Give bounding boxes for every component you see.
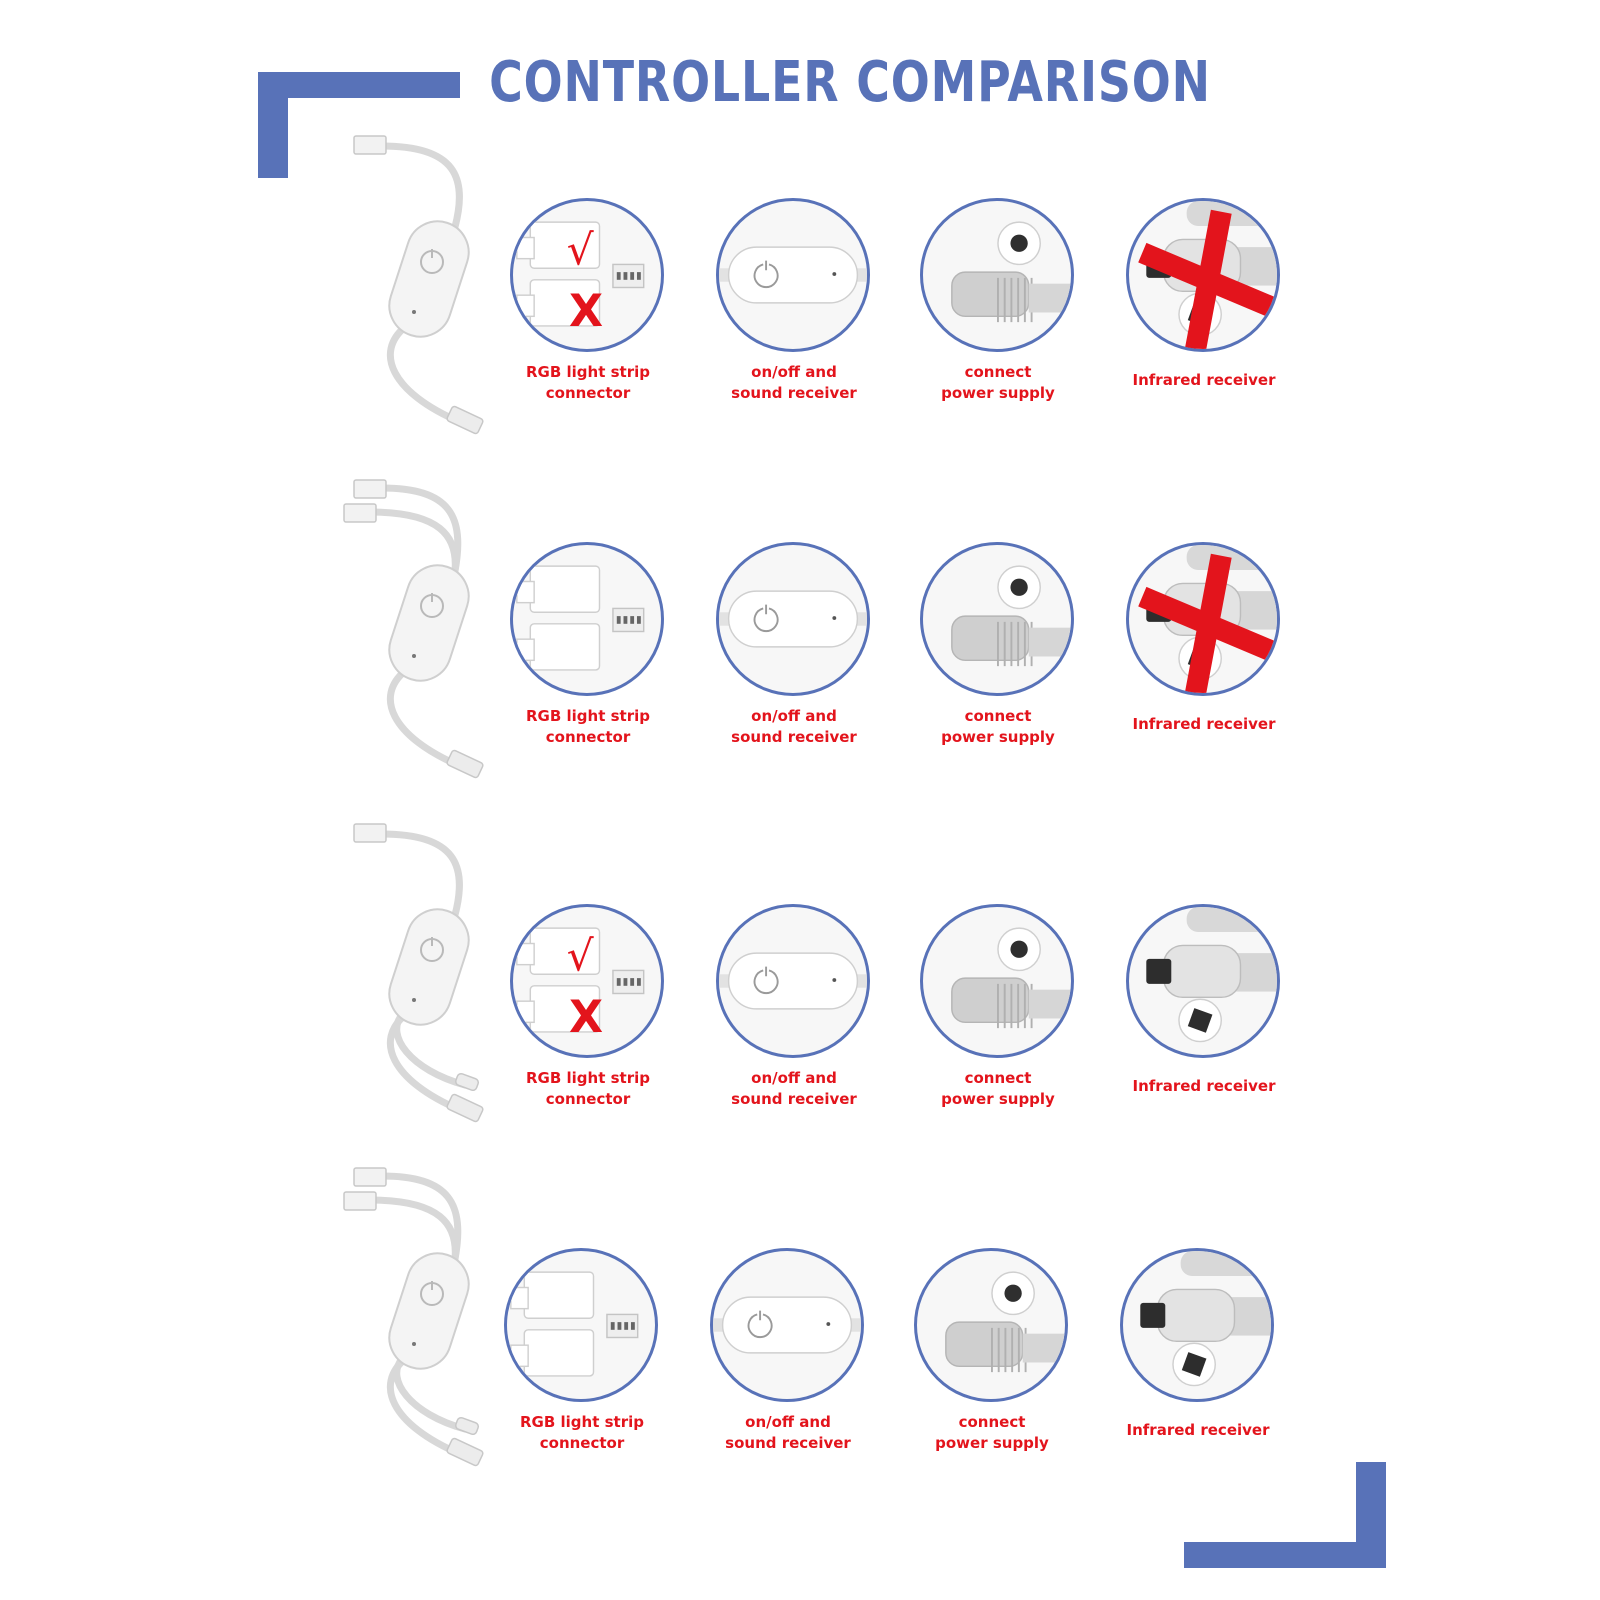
rgb-connector-label-line2: connector bbox=[539, 1434, 625, 1452]
rgb-connector-photo bbox=[504, 1248, 658, 1402]
onoff-receiver-label-line2: sound receiver bbox=[731, 1090, 857, 1108]
infrared-receiver-label: Infrared receiver bbox=[1098, 1420, 1298, 1441]
rgb-connector-photo: √X bbox=[510, 904, 664, 1058]
onoff-receiver-label-line2: sound receiver bbox=[731, 384, 857, 402]
onoff-receiver-label-line2: sound receiver bbox=[731, 728, 857, 746]
rgb-connector-label-line2: connector bbox=[545, 384, 631, 402]
onoff-receiver-label: on/off and sound receiver bbox=[694, 362, 894, 404]
rgb-connector-label-line2: connector bbox=[545, 1090, 631, 1108]
onoff-receiver-label-line1: on/off and bbox=[751, 363, 837, 381]
infrared-receiver-photo bbox=[1126, 198, 1280, 352]
infrared-receiver-photo bbox=[1126, 542, 1280, 696]
corner-bracket-top-left-horizontal bbox=[258, 72, 460, 98]
infrared-receiver-label-line1: Infrared receiver bbox=[1132, 371, 1276, 389]
power-supply-label: connect power supply bbox=[898, 362, 1098, 404]
power-supply-label: connect power supply bbox=[898, 1068, 1098, 1110]
onoff-receiver-photo bbox=[716, 904, 870, 1058]
infrared-receiver-label-line1: Infrared receiver bbox=[1132, 715, 1276, 733]
onoff-receiver-photo bbox=[716, 198, 870, 352]
infrared-receiver-label: Infrared receiver bbox=[1104, 370, 1304, 391]
power-supply-photo bbox=[914, 1248, 1068, 1402]
corner-bracket-top-left-vertical bbox=[258, 72, 288, 178]
power-supply-label-line2: power supply bbox=[941, 728, 1055, 746]
power-supply-label-line2: power supply bbox=[941, 384, 1055, 402]
onoff-receiver-label: on/off and sound receiver bbox=[694, 1068, 894, 1110]
rgb-connector-label-line1: RGB light strip bbox=[526, 1069, 650, 1087]
onoff-receiver-label-line2: sound receiver bbox=[725, 1434, 851, 1452]
corner-bracket-bottom-right-horizontal bbox=[1184, 1542, 1386, 1568]
onoff-receiver-label: on/off and sound receiver bbox=[694, 706, 894, 748]
power-supply-label-line1: connect bbox=[964, 1069, 1032, 1087]
onoff-receiver-label-line1: on/off and bbox=[751, 707, 837, 725]
power-supply-photo bbox=[920, 198, 1074, 352]
check-mark-icon: √ bbox=[567, 225, 594, 274]
single-output-controller-cable-icon bbox=[353, 135, 484, 435]
corner-bracket-bottom-right-vertical bbox=[1356, 1462, 1386, 1568]
dual-output-ir-controller-cable-icon bbox=[343, 1167, 484, 1467]
power-supply-photo bbox=[920, 542, 1074, 696]
power-supply-label-line2: power supply bbox=[941, 1090, 1055, 1108]
infrared-receiver-label-line1: Infrared receiver bbox=[1126, 1421, 1270, 1439]
controller-cable bbox=[330, 1164, 510, 1484]
power-supply-label: connect power supply bbox=[898, 706, 1098, 748]
power-supply-label-line1: connect bbox=[964, 363, 1032, 381]
infrared-receiver-label: Infrared receiver bbox=[1104, 1076, 1304, 1097]
page-title: CONTROLLER COMPARISON bbox=[489, 50, 1211, 115]
not-included-cross-icon bbox=[1138, 209, 1276, 349]
rgb-connector-photo: √X bbox=[510, 198, 664, 352]
onoff-receiver-label-line1: on/off and bbox=[745, 1413, 831, 1431]
rgb-connector-label: RGB light strip connector bbox=[488, 1068, 688, 1110]
comparison-row: RGB light strip connector on/off and sound … bbox=[0, 1164, 1600, 1484]
onoff-receiver-photo bbox=[716, 542, 870, 696]
power-supply-label: connect power supply bbox=[892, 1412, 1092, 1454]
rgb-connector-label: RGB light strip connector bbox=[488, 706, 688, 748]
cross-mark-icon: X bbox=[569, 992, 603, 1043]
rgb-connector-label-line2: connector bbox=[545, 728, 631, 746]
power-supply-label-line1: connect bbox=[964, 707, 1032, 725]
check-mark-icon: √ bbox=[567, 931, 594, 980]
onoff-receiver-photo bbox=[710, 1248, 864, 1402]
infrared-receiver-photo bbox=[1126, 904, 1280, 1058]
rgb-connector-label: RGB light strip connector bbox=[488, 362, 688, 404]
onoff-receiver-label: on/off and sound receiver bbox=[688, 1412, 888, 1454]
power-supply-label-line2: power supply bbox=[935, 1434, 1049, 1452]
power-supply-label-line1: connect bbox=[958, 1413, 1026, 1431]
rgb-connector-label-line1: RGB light strip bbox=[526, 707, 650, 725]
infrared-receiver-photo bbox=[1120, 1248, 1274, 1402]
rgb-connector-photo bbox=[510, 542, 664, 696]
rgb-connector-label-line1: RGB light strip bbox=[526, 363, 650, 381]
single-output-ir-controller-cable-icon bbox=[353, 823, 484, 1123]
dual-output-controller-cable-icon bbox=[343, 479, 484, 779]
controller-cable bbox=[330, 476, 510, 796]
controller-cable bbox=[330, 132, 510, 452]
rgb-connector-label-line1: RGB light strip bbox=[520, 1413, 644, 1431]
infrared-receiver-label-line1: Infrared receiver bbox=[1132, 1077, 1276, 1095]
comparison-row: RGB light strip connector on/off and sound … bbox=[0, 476, 1600, 796]
infrared-receiver-label: Infrared receiver bbox=[1104, 714, 1304, 735]
not-included-cross-icon bbox=[1138, 553, 1276, 693]
onoff-receiver-label-line1: on/off and bbox=[751, 1069, 837, 1087]
rgb-connector-label: RGB light strip connector bbox=[482, 1412, 682, 1454]
controller-cable bbox=[330, 820, 510, 1140]
power-supply-photo bbox=[920, 904, 1074, 1058]
cross-mark-icon: X bbox=[569, 286, 603, 337]
